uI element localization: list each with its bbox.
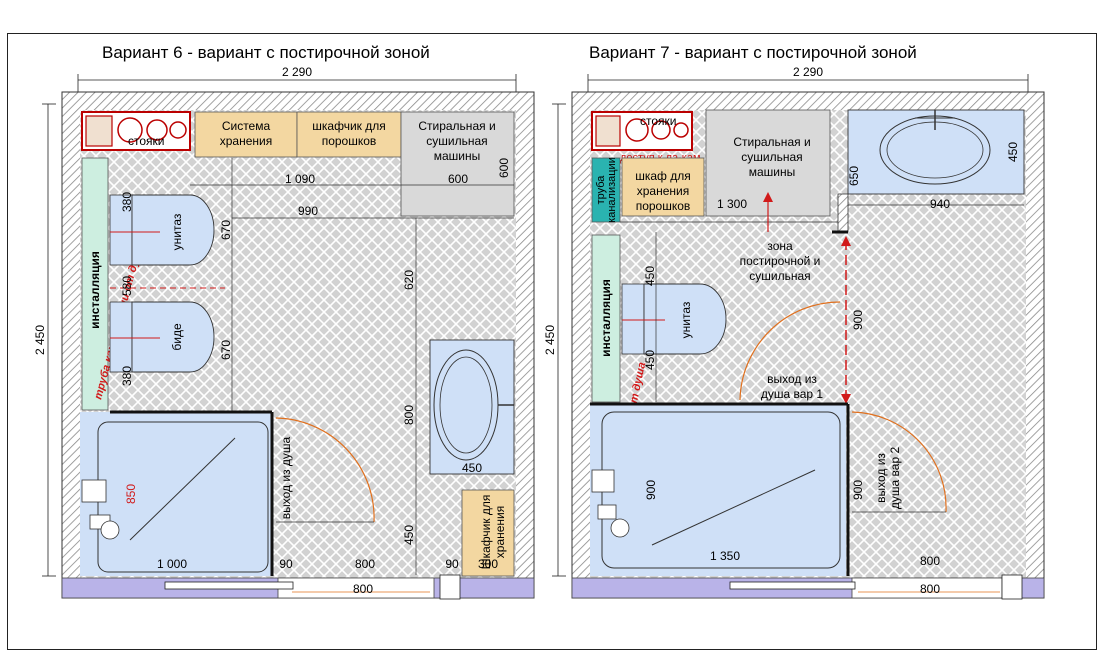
variant6-dim-300: 300 <box>478 557 498 571</box>
variant7-door-arc-1 <box>739 301 841 401</box>
variant6-storage-system <box>194 111 298 158</box>
variant6-dim-1000: 1 000 <box>157 557 187 571</box>
variant6-dim-1090: 1 090 <box>285 172 315 186</box>
variant6-washer-label-1: Стиральная и <box>418 119 495 133</box>
variant6-dim-620: 620 <box>402 270 416 290</box>
variant7-powder-cabinet-label-2: хранения <box>637 184 689 198</box>
variant6-washer <box>400 111 515 217</box>
variant7-dim-900-shower: 900 <box>644 480 658 500</box>
variant7-dim-450-lower: 450 <box>643 350 657 370</box>
variant7-pipe-box <box>591 157 621 223</box>
variant7-toilet-label: унитаз <box>679 301 693 338</box>
variant6-dim-800-door: 800 <box>353 582 373 596</box>
variant7-dim-650: 650 <box>847 166 861 186</box>
variant7-dim-450-upper: 450 <box>643 266 657 286</box>
variant6-powder-cabinet <box>296 111 402 158</box>
variant6-dim-800-vertical: 800 <box>402 405 416 425</box>
variant7-laundry-zone-label-1: зона <box>767 239 793 253</box>
variant7-pipe-label-2: канализации <box>606 157 618 223</box>
variant6-installation <box>81 157 109 411</box>
variant6-risers-label: стояки <box>128 134 165 148</box>
variant6-dim-600-vertical: 600 <box>497 158 511 178</box>
variant6-powder-cabinet-label-1: шкафчик для <box>312 119 385 133</box>
variant6-dim-450-sink: 450 <box>462 461 482 475</box>
variant6-sink-basin <box>433 349 499 461</box>
variant6-storage-system-label-1: Система <box>222 119 271 133</box>
variant7-washer-label-3: машины <box>749 165 796 179</box>
variant6-dim-380-bottom: 380 <box>120 366 134 386</box>
variant6-height-dim: 2 450 <box>33 325 47 355</box>
variant7-washer-label-1: Стиральная и <box>733 135 810 149</box>
variant7-powder-cabinet-label-1: шкаф для <box>635 169 691 183</box>
variant7-dim-800-bottom: 800 <box>920 554 940 568</box>
variant6-washer-label-2: сушильная <box>426 134 487 148</box>
variant7-risers-label: стояки <box>640 114 677 128</box>
variant6-dim-580: 580 <box>120 276 134 296</box>
variant7-height-dim: 2 450 <box>543 325 557 355</box>
variant7-title: Вариант 7 - вариант с постирочной зоной <box>589 43 917 62</box>
variant7-toilet <box>643 283 727 355</box>
variant7-exit2-label-1: выход из <box>874 453 888 503</box>
variant6-dim-90-left: 90 <box>279 557 293 571</box>
variant6-storage-cabinet-label-1: Шкафчик для <box>479 495 493 570</box>
variant7-door-arc-2 <box>851 411 947 513</box>
variant7-exit1-label-2: душа вар 1 <box>761 387 824 401</box>
variant6-bidet <box>131 301 215 373</box>
variant6-bidet-label: биде <box>170 323 184 351</box>
variant6-dim-990: 990 <box>298 204 318 218</box>
variant7-width-dim: 2 290 <box>793 65 823 79</box>
variant6-dim-600-horizontal: 600 <box>448 172 468 186</box>
variant6-dim-670-top: 670 <box>219 220 233 240</box>
variant7-laundry-zone-label-2: постирочной и <box>740 254 821 268</box>
variant6-toilet <box>131 194 215 266</box>
variant6-toilet-label: унитаз <box>170 213 184 250</box>
variant6-title: Вариант 6 - вариант с постирочной зоной <box>102 43 430 62</box>
variant7-dim-900-door2: 900 <box>851 480 865 500</box>
variant7-pipe-label-1: труба <box>595 175 607 205</box>
variant7-powder-cabinet <box>621 157 705 217</box>
variant6-width-dim: 2 290 <box>282 65 312 79</box>
variant6-storage-system-label-2: хранения <box>220 134 272 148</box>
variant7-exit2-label-2: душа вар 2 <box>888 447 902 510</box>
variant6-dim-450-vertical: 450 <box>402 525 416 545</box>
variant6-dim-380-top: 380 <box>120 192 134 212</box>
variant6-storage-cabinet-label-2: хранения <box>493 506 507 558</box>
variant7-installation <box>591 234 621 403</box>
variant6-plan: Вариант 6 - вариант с постирочной зоной … <box>33 43 535 600</box>
variant7-dim-1300: 1 300 <box>717 197 747 211</box>
variant6-storage-cabinet <box>461 489 515 577</box>
variant6-washer-label-3: машины <box>434 149 481 163</box>
variant7-powder-cabinet-label-3: порошков <box>636 199 691 213</box>
variant7-dim-450-sink: 450 <box>1006 142 1020 162</box>
variant6-shower-exit-label: выход из душа <box>279 436 293 519</box>
variant7-laundry-zone-label-3: сушильная <box>749 269 810 283</box>
variant7-dim-940: 940 <box>930 197 950 211</box>
variant6-dim-670-bottom: 670 <box>219 340 233 360</box>
variant7-shower-tray <box>601 411 841 569</box>
variant6-installation-label: инсталляция <box>88 251 102 329</box>
variant7-plan: Вариант 7 - вариант с постирочной зоной … <box>543 43 1045 600</box>
variant7-dim-800-door: 800 <box>920 582 940 596</box>
variant6-dim-90-right: 90 <box>445 557 459 571</box>
variant6-powder-cabinet-label-2: порошков <box>322 134 377 148</box>
variant7-exit1-label-1: выход из <box>767 372 817 386</box>
variant7-dim-900-door1: 900 <box>851 310 865 330</box>
variant7-installation-label: инсталляция <box>599 279 613 357</box>
variant7-dim-1350: 1 350 <box>710 549 740 563</box>
variant7-washer-label-2: сушильная <box>741 150 802 164</box>
variant6-dim-850: 850 <box>124 484 138 504</box>
variant6-door-arc <box>275 417 375 523</box>
variant6-dim-800-bottom: 800 <box>355 557 375 571</box>
